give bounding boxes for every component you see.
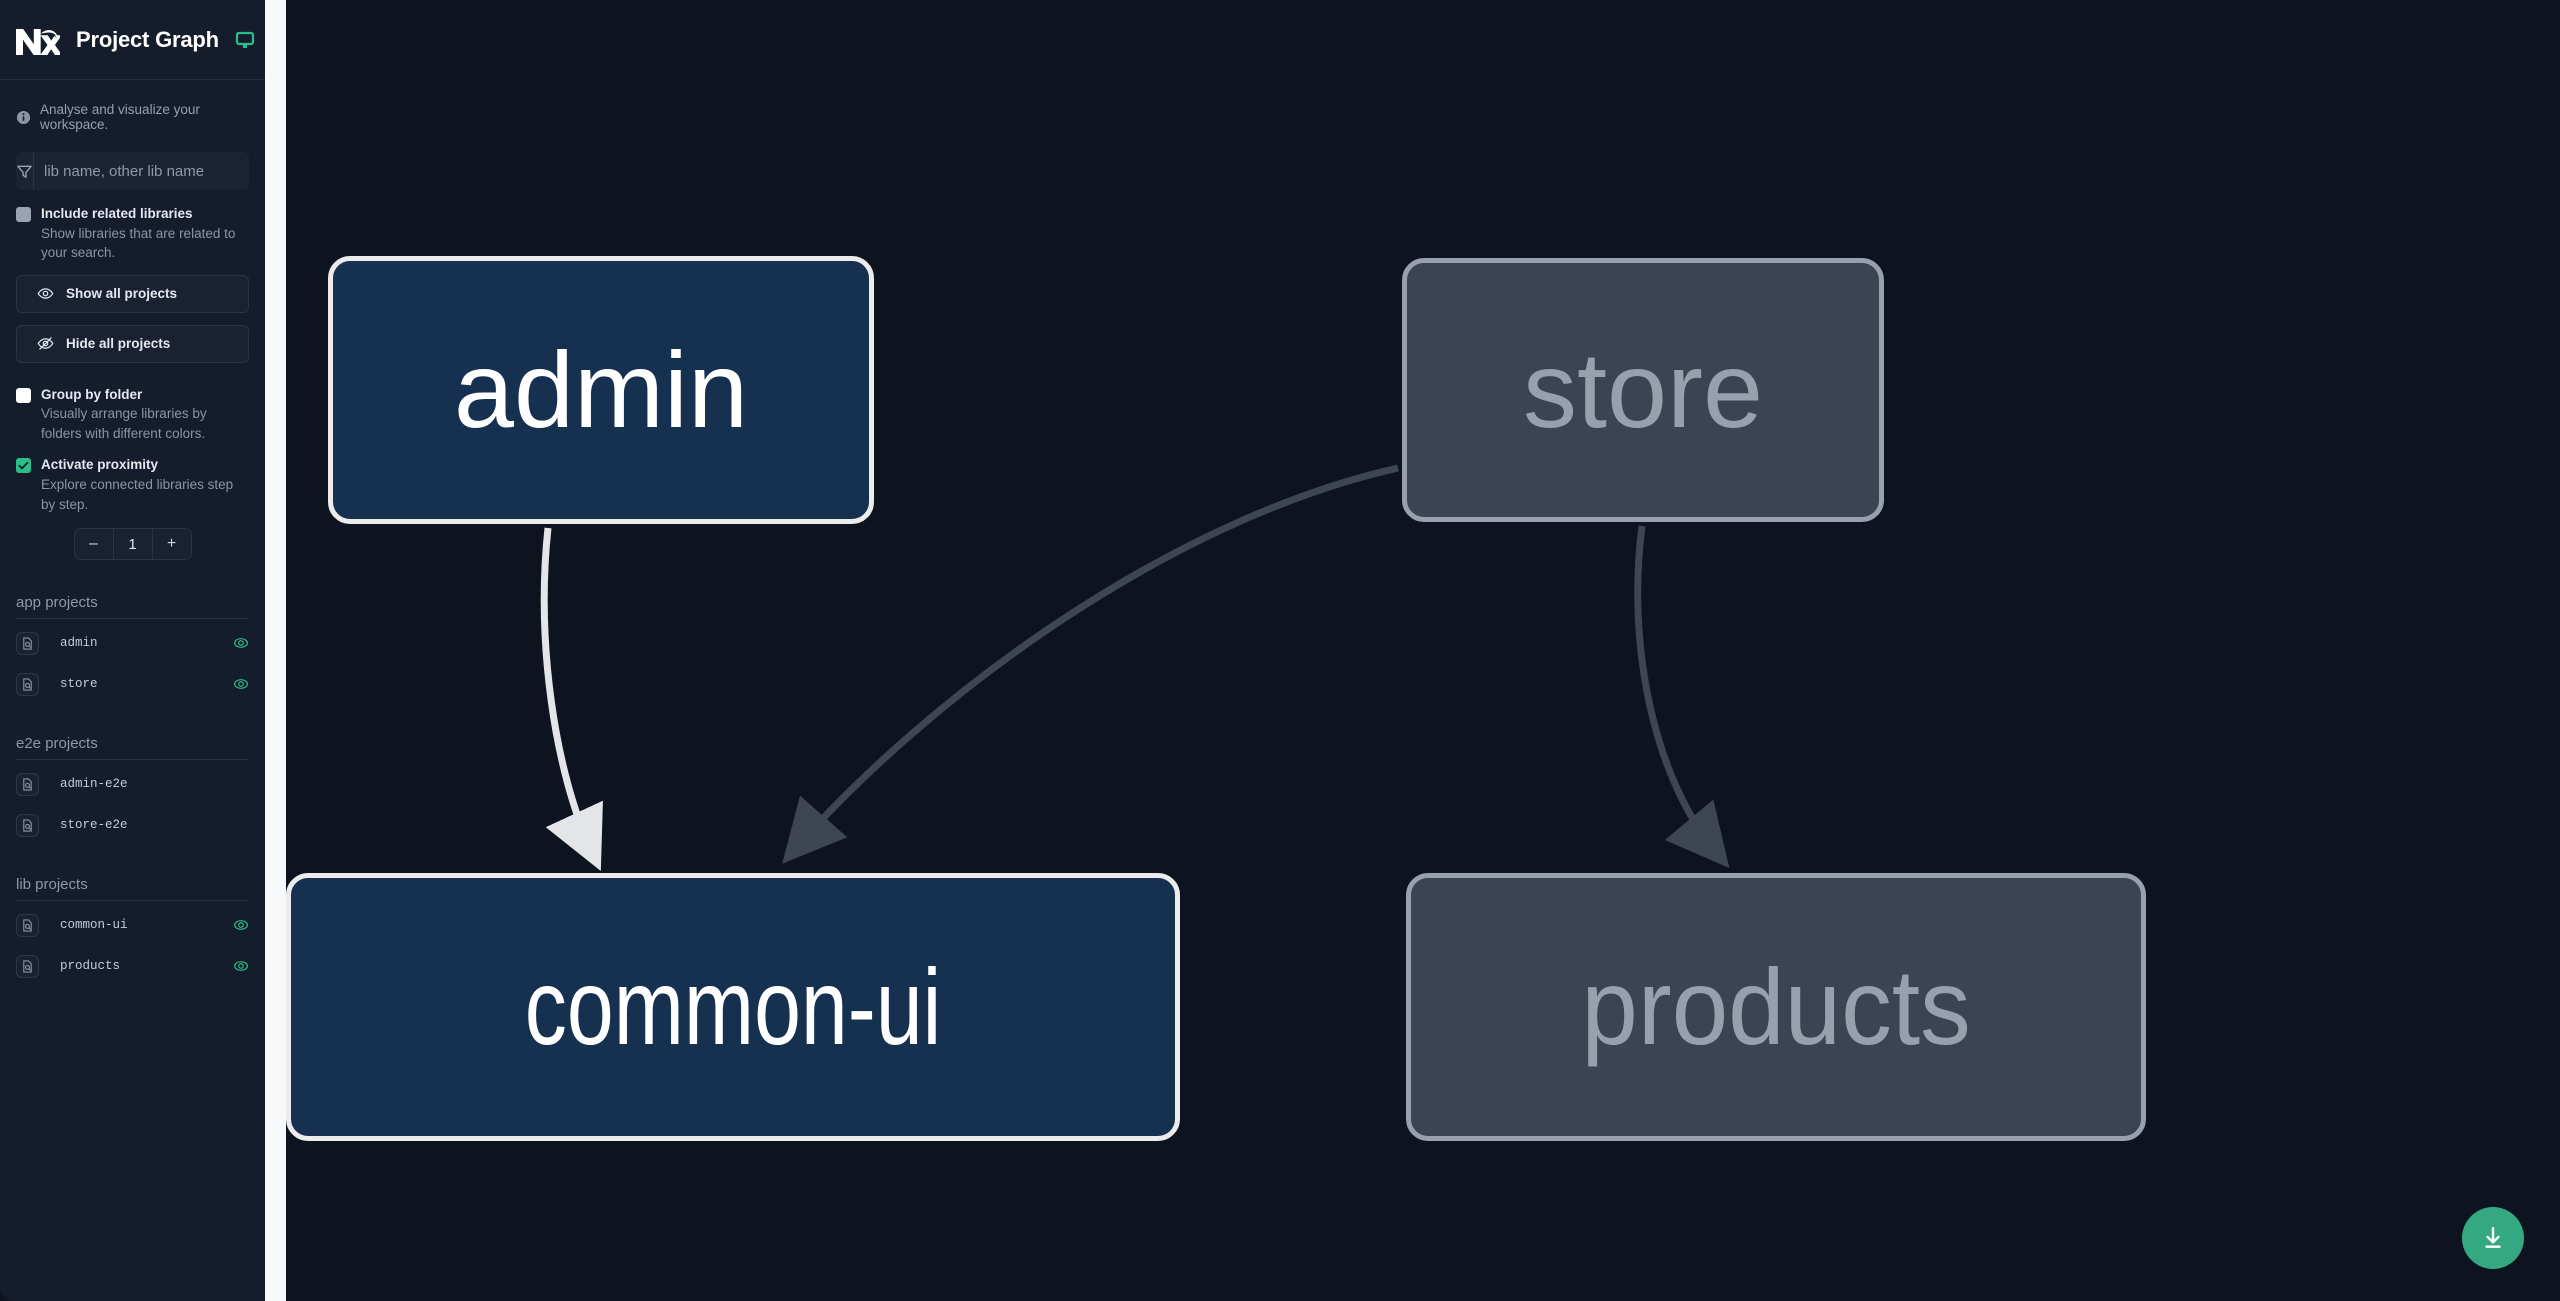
include-related-libraries-label: Include related libraries <box>41 206 193 221</box>
graph-node-common-ui[interactable]: common-ui <box>286 873 1180 1141</box>
eye-off-icon <box>37 337 54 351</box>
project-list-item-common-ui[interactable]: common-ui <box>16 908 249 942</box>
activate-proximity-label: Activate proximity <box>41 457 159 473</box>
project-name: store <box>60 677 98 692</box>
graph-node-common-ui-label: common-ui <box>524 946 942 1067</box>
include-related-libraries-description: Show libraries that are related to your … <box>41 225 236 261</box>
project-list-item-store[interactable]: store <box>16 667 249 701</box>
project-name: admin-e2e <box>60 777 128 792</box>
option-activate-proximity[interactable]: Activate proximity Explore connected lib… <box>16 455 249 514</box>
graph-node-admin[interactable]: admin <box>328 256 874 524</box>
project-group-e2e: e2e projects admin-e2e store-e2e <box>16 735 249 842</box>
activate-proximity-checkbox[interactable] <box>16 458 31 474</box>
page-title: Project Graph <box>76 26 219 52</box>
sidebar-header: Project Graph <box>0 0 265 80</box>
sidebar-tagline-text: Analyse and visualize your workspace. <box>40 102 200 132</box>
document-search-icon <box>16 813 39 837</box>
show-all-projects-label: Show all projects <box>66 286 178 302</box>
project-list-item-products[interactable]: products <box>16 949 249 983</box>
eye-visible-icon[interactable] <box>233 635 249 651</box>
eye-visible-icon[interactable] <box>233 917 249 933</box>
activate-proximity-description: Explore connected libraries step by step… <box>41 476 234 512</box>
search-row <box>16 152 249 190</box>
project-name: store-e2e <box>60 818 128 833</box>
project-name: admin <box>60 636 98 651</box>
project-name: common-ui <box>60 918 128 933</box>
proximity-value: 1 <box>112 529 152 560</box>
include-related-libraries-checkbox[interactable] <box>16 207 31 222</box>
hide-all-projects-label: Hide all projects <box>66 336 171 352</box>
sidebar-body: Include related libraries Show libraries… <box>0 152 265 983</box>
graph-node-products-label: products <box>1581 946 1971 1067</box>
group-by-folder-label: Group by folder <box>41 386 143 402</box>
option-include-related-libraries[interactable]: Include related libraries Show libraries… <box>16 204 249 263</box>
graph-node-products[interactable]: products <box>1406 873 2146 1141</box>
document-search-icon <box>16 631 39 655</box>
project-group-lib: lib projects common-ui products <box>16 876 249 983</box>
eye-visible-icon[interactable] <box>233 958 249 974</box>
project-group-lib-title: lib projects <box>16 876 249 902</box>
group-by-folder-description: Visually arrange libraries by folders wi… <box>41 406 207 441</box>
info-icon <box>16 110 31 124</box>
project-group-app-title: app projects <box>16 594 249 620</box>
project-list-item-admin-e2e[interactable]: admin-e2e <box>16 767 249 801</box>
graph-node-store-label: store <box>1522 329 1764 450</box>
monitor-icon[interactable] <box>235 30 255 50</box>
filter-icon <box>17 165 32 178</box>
graph-node-admin-label: admin <box>453 329 749 450</box>
sidebar-scrollbar[interactable] <box>265 0 286 1301</box>
proximity-decrement-button[interactable]: – <box>74 529 113 560</box>
download-graph-button[interactable] <box>2462 1207 2524 1269</box>
project-name: products <box>60 959 121 974</box>
edge-store-to-common-ui <box>782 464 1399 864</box>
document-search-icon <box>16 913 39 937</box>
download-icon <box>2485 1227 2501 1248</box>
proximity-stepper: – 1 + <box>73 528 192 561</box>
eye-visible-icon[interactable] <box>233 676 249 692</box>
eye-icon <box>37 288 54 300</box>
sidebar-tagline: Analyse and visualize your workspace. <box>0 80 265 132</box>
show-all-projects-button[interactable]: Show all projects <box>16 274 249 313</box>
proximity-increment-button[interactable]: + <box>151 529 191 560</box>
project-graph-canvas[interactable]: admin store common-ui products <box>286 0 2560 1301</box>
project-group-e2e-title: e2e projects <box>16 735 249 761</box>
graph-node-store[interactable]: store <box>1402 258 1884 522</box>
project-list-item-store-e2e[interactable]: store-e2e <box>16 808 249 842</box>
search-input[interactable] <box>34 152 249 190</box>
edge-admin-to-common-ui <box>540 527 603 872</box>
hide-all-projects-button[interactable]: Hide all projects <box>16 324 249 363</box>
document-search-icon <box>16 954 39 978</box>
checkmark-icon <box>18 462 29 470</box>
filter-icon-box <box>16 152 34 190</box>
document-search-icon <box>16 672 39 696</box>
project-group-app: app projects admin store <box>16 594 249 701</box>
graph-edges <box>540 464 1730 872</box>
edge-store-to-products <box>1634 525 1730 869</box>
document-search-icon <box>16 772 39 796</box>
option-group-by-folder[interactable]: Group by folder Visually arrange librari… <box>16 385 249 444</box>
project-list-item-admin[interactable]: admin <box>16 626 249 660</box>
group-by-folder-checkbox[interactable] <box>16 387 31 403</box>
nx-logo-icon <box>16 28 60 55</box>
sidebar: Project Graph Analyse and visualize your… <box>0 0 265 1301</box>
